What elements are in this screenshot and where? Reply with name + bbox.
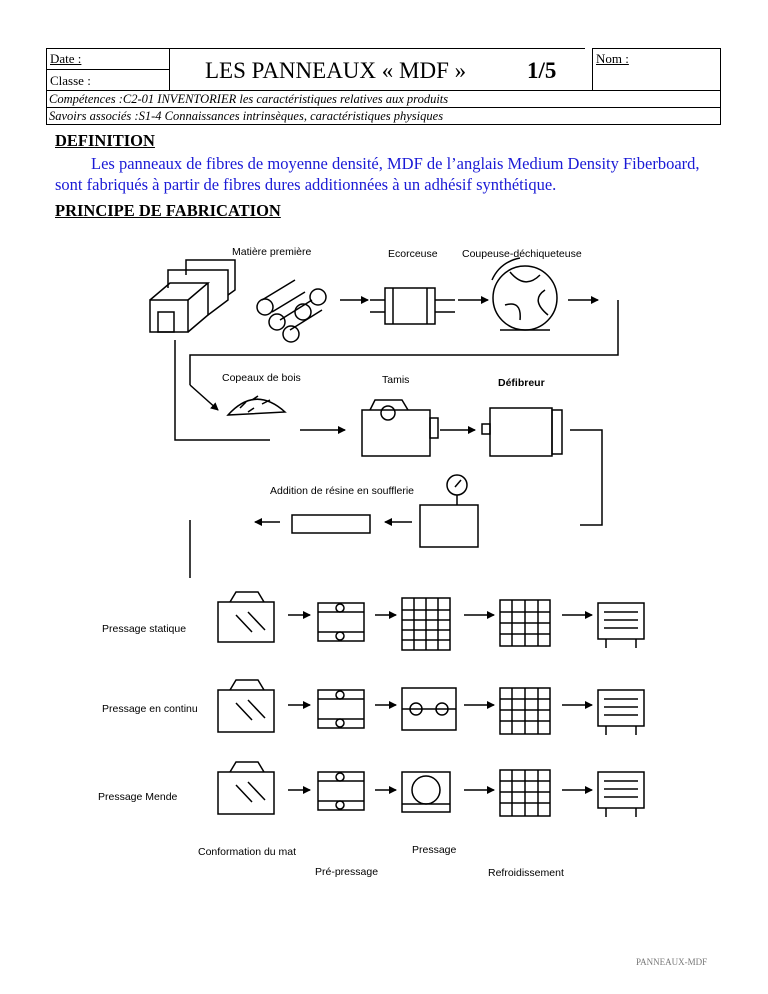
ecorceuse-icon [370,287,455,325]
label-coupeuse: Coupeuse-déchiqueteuse [462,248,582,260]
definition-heading: DEFINITION [55,131,155,150]
label-matiere: Matière première [232,246,312,258]
footer-text: PANNEAUX-MDF [636,957,708,967]
page-number: 1/5 [527,58,557,83]
label-copeaux: Copeaux de bois [222,372,301,384]
date-label: Date : [50,51,82,66]
label-statique: Pressage statique [102,623,186,635]
definition-text: Les panneaux de fibres de moyenne densit… [55,154,700,194]
label-continu: Pressage en continu [102,703,198,715]
page-title: LES PANNEAUX « MDF » [205,58,467,83]
label-tamis: Tamis [382,374,409,386]
logs-icon [256,279,327,343]
label-mende: Pressage Mende [98,791,178,803]
principe-heading: PRINCIPE DE FABRICATION [55,201,281,220]
savoirs-row: Savoirs associés :S1-4 Connaissances int… [46,107,721,125]
factory-icon [149,259,236,333]
header-table: Date : Classe : LES PANNEAUX « MDF » 1/5… [46,48,721,125]
classe-label: Classe : [50,73,91,88]
tamis-icon [361,399,439,457]
label-conformation: Conformation du mat [198,846,296,858]
label-ecorceuse: Ecorceuse [388,248,438,260]
coupeuse-icon [491,257,558,331]
pressage-rows [217,591,645,817]
label-addition: Addition de résine en soufflerie [270,485,414,497]
soufflerie-icon [291,474,479,548]
label-pressage: Pressage [412,844,457,856]
title-cell: LES PANNEAUX « MDF » 1/5 [169,48,585,91]
competences-text: Compétences :C2-01 INVENTORIER les carac… [49,92,449,106]
nom-label: Nom : [596,51,629,66]
copeaux-icon [226,395,287,416]
savoirs-text: Savoirs associés :S1-4 Connaissances int… [49,109,444,123]
label-prepressage: Pré-pressage [315,866,378,878]
label-refroidissement: Refroidissement [488,867,564,879]
label-defibreur: Défibreur [498,377,545,389]
defibreur-icon [481,407,563,457]
